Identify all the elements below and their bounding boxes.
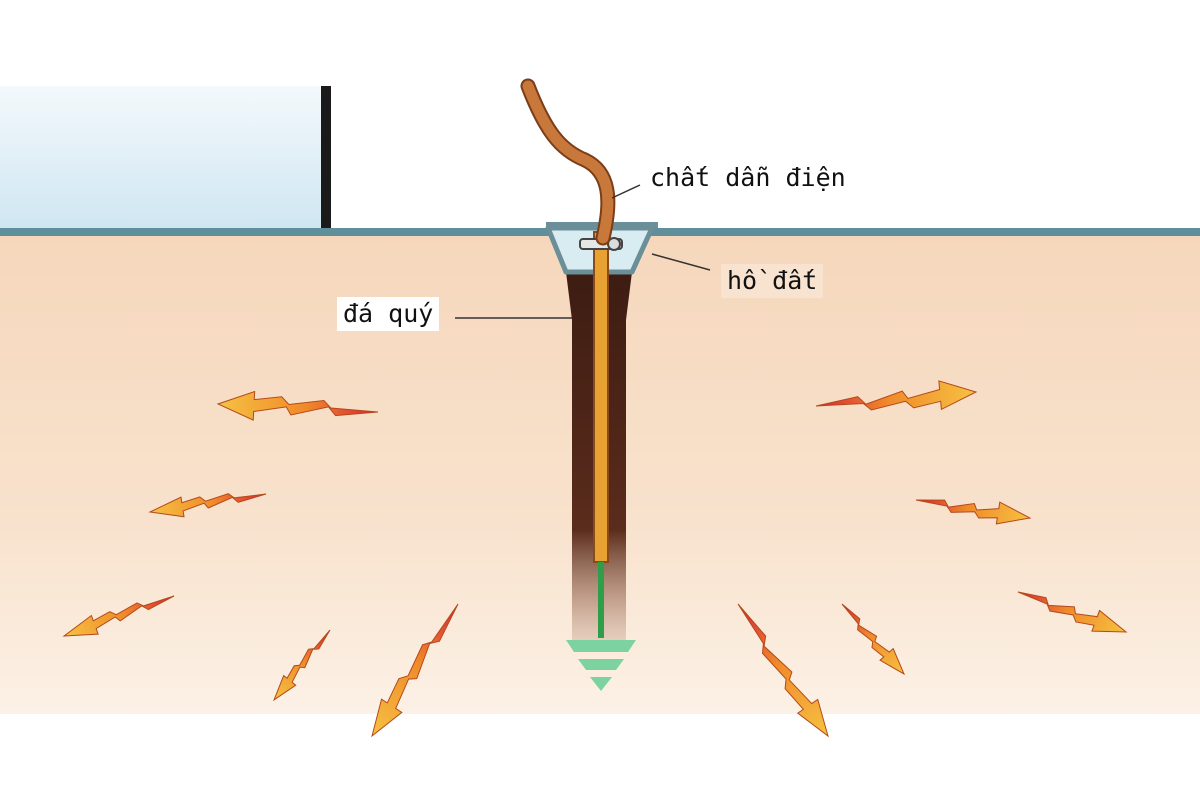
leader-conductor <box>611 184 641 199</box>
clamp-bolt <box>607 237 621 251</box>
lightning-arrow-icon <box>62 595 175 637</box>
lightning-arrow-icon <box>371 603 459 738</box>
label-earth-pit: hồ đất <box>721 264 824 298</box>
leader-pit <box>651 253 711 271</box>
lightning-arrow-icon <box>815 380 978 411</box>
lightning-arrow-icon <box>216 390 379 421</box>
lightning-arrow-icon <box>148 493 267 518</box>
wall-post <box>321 86 331 231</box>
lightning-arrow-icon <box>737 603 829 738</box>
lightning-arrow-icon <box>841 603 906 676</box>
label-gem: đá quý <box>337 297 440 331</box>
lightning-arrow-icon <box>1017 591 1128 633</box>
lightning-arrow-icon <box>272 629 331 702</box>
ground-symbol-icon <box>566 640 636 691</box>
label-conductor: chất dẫn điện <box>644 161 852 195</box>
sky-panel <box>0 86 324 231</box>
rod-tip <box>598 562 604 638</box>
copper-rod <box>593 231 609 563</box>
lightning-arrow-icon <box>915 499 1032 525</box>
